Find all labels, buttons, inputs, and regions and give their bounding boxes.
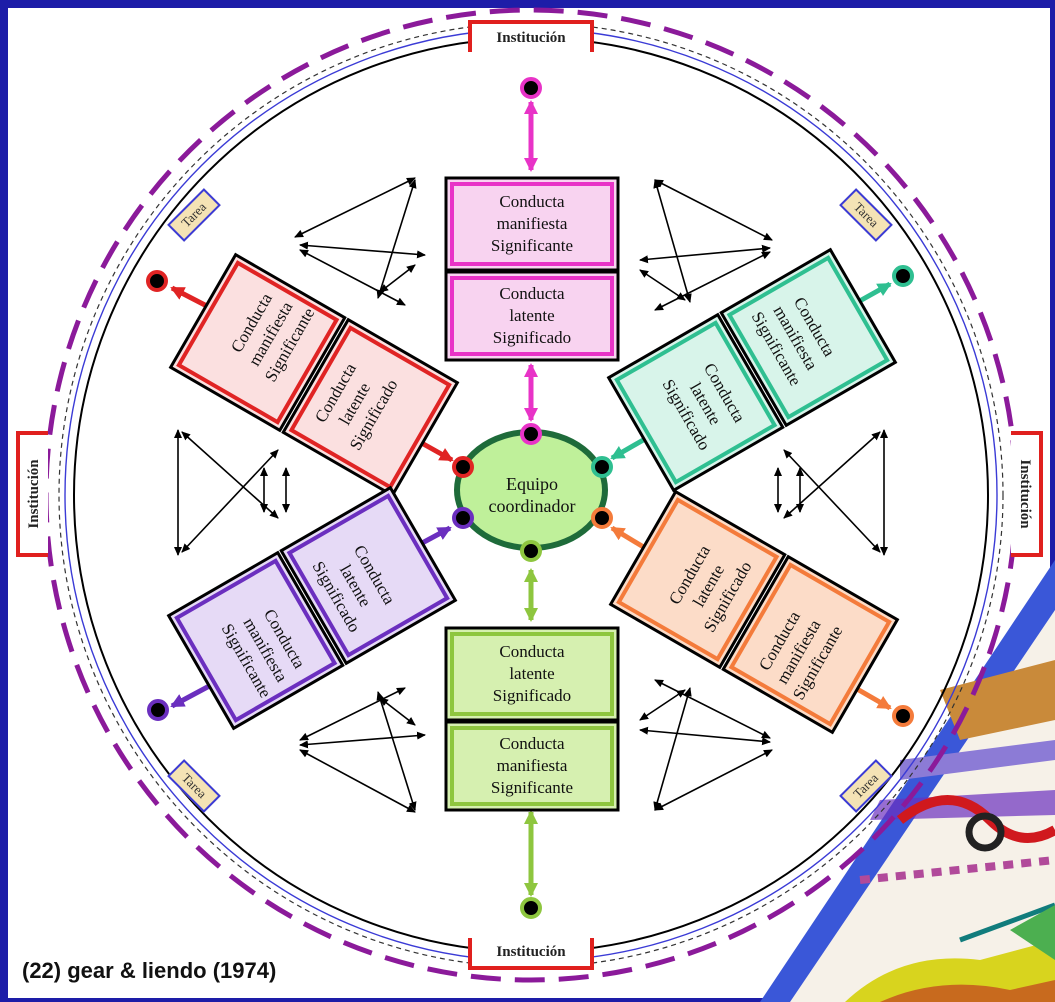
institution-text: Institución	[1017, 459, 1034, 529]
dot-ul-inner	[452, 456, 474, 478]
figure-caption: (22) gear & liendo (1974)	[22, 958, 277, 983]
bottom-latent-text: Conducta latente Significado	[492, 642, 572, 705]
coordinator-label: Equipo coordinador	[488, 474, 576, 516]
group-lower-right	[608, 489, 900, 735]
connection-dots	[146, 77, 914, 919]
dot-top-inner	[520, 423, 542, 445]
group-upper-left	[168, 252, 460, 498]
dot-lr-inner	[591, 507, 613, 529]
dot-top-outer	[520, 77, 542, 99]
institution-text: Institución	[496, 29, 566, 46]
group-upper-right	[606, 247, 898, 493]
group-lower-left	[166, 485, 458, 731]
institution-text: Institución	[25, 459, 42, 529]
group-top	[444, 176, 620, 362]
black-arrows	[174, 177, 888, 813]
top-manifest-text: Conducta manifiesta Significante	[490, 192, 574, 255]
institution-label-right: Institución	[1011, 431, 1043, 557]
dot-bottom-outer	[520, 897, 542, 919]
bottom-manifest-text: Conducta manifiesta Significante	[490, 734, 574, 797]
dot-ul-outer	[146, 270, 168, 292]
dot-ur-inner	[591, 456, 613, 478]
dot-ur-outer	[892, 265, 914, 287]
institution-label-top: Institución	[468, 20, 594, 52]
top-latent-text: Conducta latente Significado	[492, 284, 572, 347]
group-bottom	[444, 626, 620, 812]
institution-text: Institución	[496, 943, 566, 960]
institution-label-left: Institución	[16, 431, 48, 557]
dot-ll-inner	[452, 507, 474, 529]
dot-bottom-inner	[520, 540, 542, 562]
institution-label-bottom: Institución	[468, 938, 594, 970]
dot-lr-outer	[892, 705, 914, 727]
dot-ll-outer	[147, 699, 169, 721]
